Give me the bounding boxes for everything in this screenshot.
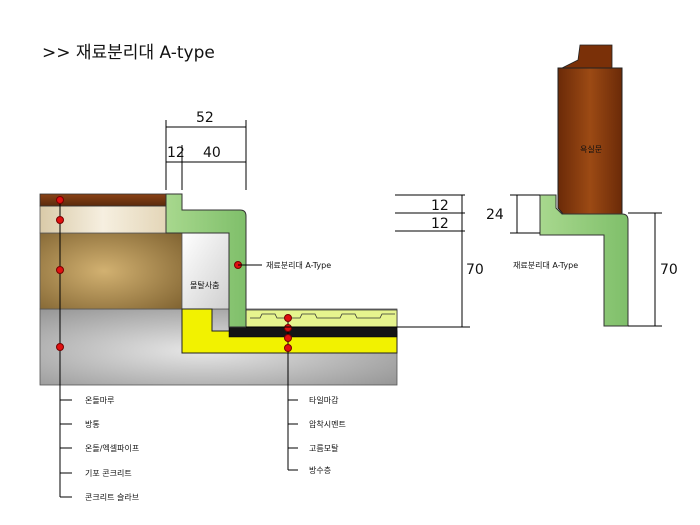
dim-12-top: 12 (167, 145, 185, 161)
callout-label-pipe: 온돌/엑셀파이프 (85, 443, 139, 453)
callout-label-slab: 콘크리트 슬라브 (85, 492, 139, 502)
dim-12-b: 12 (431, 216, 449, 232)
bath-door-label: 욕실문 (580, 144, 602, 154)
callout-dot (284, 334, 292, 342)
callout-dot (284, 324, 292, 332)
page-title: >> 재료분리대 A-type (42, 43, 215, 63)
dim-52: 52 (196, 110, 214, 126)
callout-label-waterproof: 방수층 (309, 465, 331, 475)
callout-label-adhesive: 압착시멘트 (309, 420, 346, 429)
callout-dot (56, 196, 64, 204)
callout-dot (56, 266, 64, 274)
mortar-filling (181, 232, 231, 310)
mortar-filling-label: 몰탈사춤 (190, 280, 219, 290)
callout-label-screed: 방통 (85, 419, 100, 429)
divider-detail-label: 재료분리대 A-Type (513, 261, 578, 270)
callout-dot (284, 344, 292, 352)
leveling-mortar-strip (228, 326, 398, 338)
bath-door (557, 67, 623, 215)
dim-24: 24 (486, 207, 504, 223)
divider-label: 재료분리대 A-Type (266, 261, 331, 270)
callout-label-leveling: 고름모탈 (309, 443, 339, 453)
dim-70-right: 70 (660, 262, 678, 278)
callout-dot (56, 216, 64, 224)
dim-12-a: 12 (431, 198, 449, 214)
callout-dot (56, 343, 64, 351)
dim-70-left: 70 (466, 262, 484, 278)
dim-40-top: 40 (203, 145, 221, 161)
callout-label-tile: 타일마감 (309, 395, 339, 405)
callout-label-floor: 온돌마루 (85, 396, 114, 405)
tile-finish (228, 309, 398, 328)
divider-a-type-detail (539, 194, 629, 327)
divider-a-type-profile (165, 193, 247, 328)
callout-label-foam: 기포 콘크리트 (85, 469, 132, 478)
callout-dot (284, 314, 292, 322)
